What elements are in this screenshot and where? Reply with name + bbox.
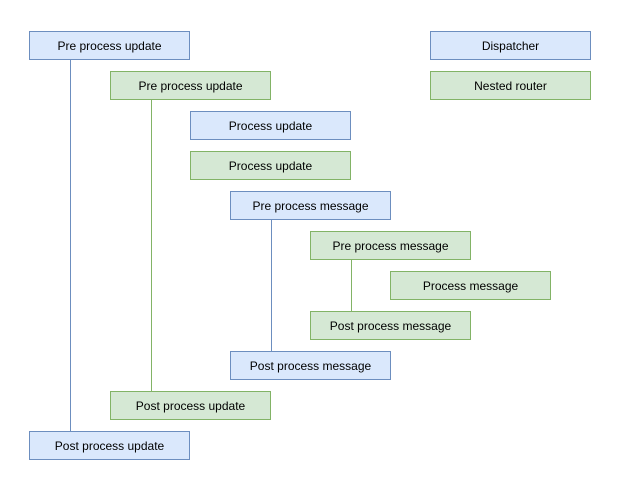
legend-item-nested-router[interactable]: Nested router	[430, 71, 591, 100]
connector-line-1	[70, 60, 71, 431]
node-label: Pre process update	[138, 78, 243, 93]
node-pre-process-message-5[interactable]: Pre process message	[230, 191, 391, 220]
node-label: Post process message	[329, 318, 452, 333]
node-label: Pre process message	[252, 198, 369, 213]
node-post-process-update-10[interactable]: Post process update	[110, 391, 271, 420]
node-label: Post process update	[135, 398, 246, 413]
node-post-process-update-11[interactable]: Post process update	[29, 431, 190, 460]
node-label: Pre process message	[332, 238, 449, 253]
node-label: Process update	[228, 118, 313, 133]
node-process-update-3[interactable]: Process update	[190, 111, 351, 140]
legend-item-label: Nested router	[474, 78, 547, 93]
node-process-update-4[interactable]: Process update	[190, 151, 351, 180]
connector-line-3	[271, 220, 272, 351]
node-label: Process message	[422, 278, 519, 293]
node-label: Process update	[228, 158, 313, 173]
node-post-process-message-9[interactable]: Post process message	[230, 351, 391, 380]
node-process-message-7[interactable]: Process message	[390, 271, 551, 300]
node-label: Pre process update	[57, 38, 162, 53]
node-pre-process-message-6[interactable]: Pre process message	[310, 231, 471, 260]
legend-item-dispatcher[interactable]: Dispatcher	[430, 31, 591, 60]
node-label: Post process message	[249, 358, 372, 373]
connector-line-2	[151, 100, 152, 391]
node-pre-process-update-2[interactable]: Pre process update	[110, 71, 271, 100]
node-pre-process-update-1[interactable]: Pre process update	[29, 31, 190, 60]
node-post-process-message-8[interactable]: Post process message	[310, 311, 471, 340]
node-label: Post process update	[54, 438, 165, 453]
connector-line-4	[351, 260, 352, 311]
legend-item-label: Dispatcher	[481, 38, 540, 53]
